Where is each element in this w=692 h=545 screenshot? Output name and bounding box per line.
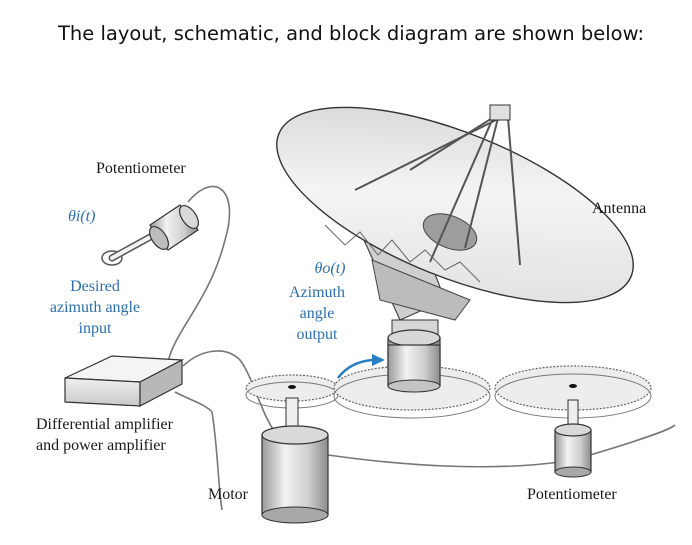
amplifier-box [64, 355, 185, 407]
desired-line-3: input [78, 320, 112, 337]
desired-line-1: Desired [70, 278, 120, 295]
wiring [167, 185, 676, 511]
amplifier-label: Differential amplifier and power amplifi… [36, 414, 173, 456]
amplifier-line-2: and power amplifier [36, 437, 166, 454]
motor-label: Motor [208, 486, 248, 503]
antenna-label: Antenna [592, 200, 647, 217]
input-potentiometer [101, 204, 200, 266]
azimuth-line-2: angle [299, 305, 335, 322]
antenna-pedestal-front [387, 344, 441, 393]
output-potentiometer [554, 399, 592, 478]
azimuth-line-1: Azimuth [289, 284, 345, 301]
azimuth-line-3: output [296, 326, 338, 343]
page-heading: The layout, schematic, and block diagram… [58, 22, 645, 45]
theta-output-label: θo(t) [314, 260, 346, 277]
potentiometer-bottom-label: Potentiometer [527, 486, 617, 503]
antenna-dish [276, 104, 634, 339]
azimuth-output-label: Azimuth angle output [282, 282, 352, 345]
theta-input-label: θi(t) [68, 208, 96, 225]
desired-input-label: Desired azimuth angle input [40, 276, 150, 339]
desired-line-2: azimuth angle [49, 299, 141, 316]
potentiometer-top-label: Potentiometer [96, 160, 186, 177]
amplifier-line-1: Differential amplifier [36, 416, 173, 433]
motor [261, 397, 329, 524]
rotation-arrow [337, 354, 385, 379]
